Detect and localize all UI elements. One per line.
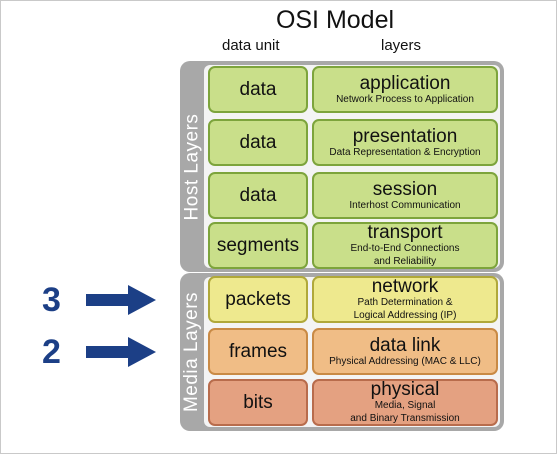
host-layers-label: Host Layers (181, 113, 202, 220)
layer-description-line2: and Binary Transmission (350, 413, 460, 424)
column-header-data-unit: data unit (222, 37, 280, 54)
data-unit-transport: segments (208, 222, 308, 269)
arrow-right-icon (86, 337, 156, 367)
layer-physical: physical Media, Signal and Binary Transm… (312, 379, 498, 426)
data-unit-application: data (208, 66, 308, 113)
layer-session: session Interhost Communication (312, 172, 498, 219)
layer-description-line2: and Reliability (373, 256, 437, 267)
layer-description: Physical Addressing (MAC & LLC) (329, 355, 481, 367)
layer-name: session (372, 178, 438, 200)
layer-name: physical (370, 379, 440, 400)
media-layers-label: Media Layers (181, 291, 202, 413)
data-unit-presentation: data (208, 119, 308, 166)
layer-data-link: data link Physical Addressing (MAC & LLC… (312, 328, 498, 375)
data-unit-physical: bits (208, 379, 308, 426)
layer-transport: transport End-to-End Connections and Rel… (312, 222, 498, 269)
diagram-title: OSI Model (275, 6, 395, 34)
marker-number-2: 2 (42, 333, 61, 371)
layer-description: Network Process to Application (336, 93, 474, 105)
layer-description: Path Determination & (357, 297, 453, 308)
data-unit-network: packets (208, 276, 308, 323)
layer-name: application (359, 72, 451, 94)
layer-description: End-to-End Connections (350, 243, 460, 254)
host-layers-label-container: Host Layers (180, 61, 204, 272)
layer-description: Media, Signal (374, 400, 436, 411)
layer-description-line2: Logical Addressing (IP) (353, 310, 457, 321)
media-layers-label-container: Media Layers (180, 273, 204, 431)
layer-name: data link (369, 334, 441, 356)
layer-name: presentation (352, 125, 458, 147)
layer-description: Data Representation & Encryption (329, 146, 481, 158)
data-unit-session: data (208, 172, 308, 219)
data-unit-data-link: frames (208, 328, 308, 375)
column-header-layers: layers (381, 37, 422, 54)
marker-number-3: 3 (42, 281, 61, 319)
layer-network: network Path Determination & Logical Add… (312, 276, 498, 323)
layer-name: transport (367, 222, 443, 243)
layer-application: application Network Process to Applicati… (312, 66, 498, 113)
layer-name: network (371, 276, 439, 297)
layer-description: Interhost Communication (349, 199, 461, 211)
arrow-right-icon (86, 285, 156, 315)
layer-presentation: presentation Data Representation & Encry… (312, 119, 498, 166)
